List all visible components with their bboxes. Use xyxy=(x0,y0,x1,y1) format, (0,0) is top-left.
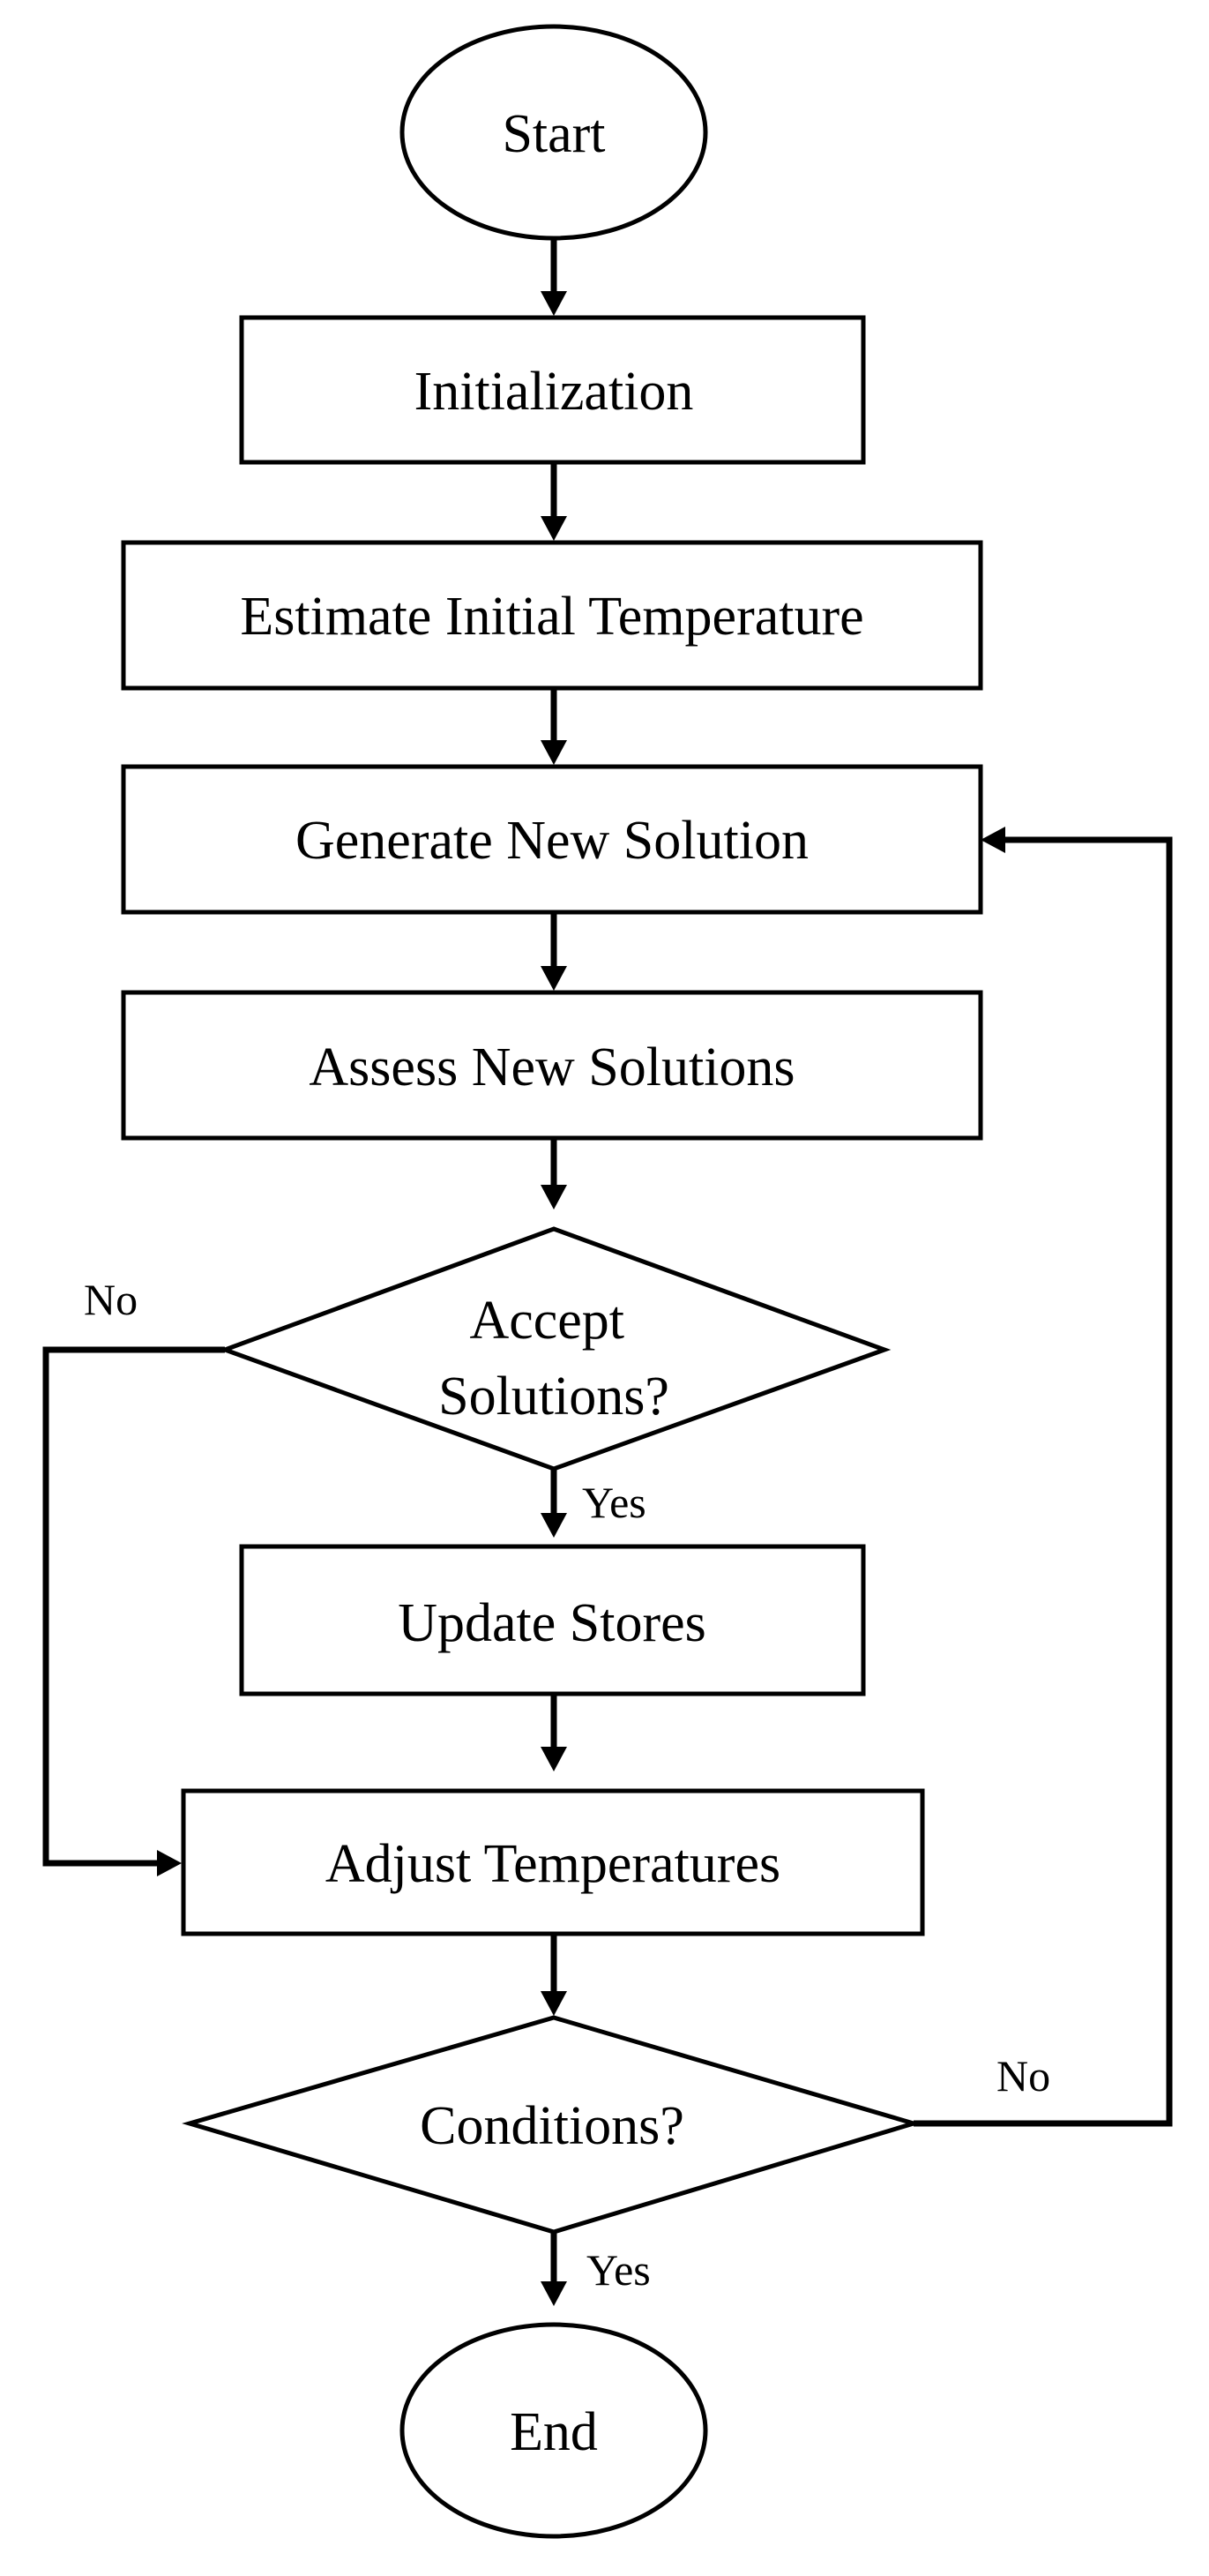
conditions-decision-diamond xyxy=(182,2015,922,2235)
estimate-label: Estimate Initial Temperature xyxy=(240,587,863,647)
accept-decision-diamond xyxy=(218,1226,892,1471)
edge-update-to-adjust xyxy=(541,1694,567,1771)
svg-text:Estimate Initial Temperature: Estimate Initial Temperature xyxy=(240,587,863,647)
estimate-process-box xyxy=(121,540,983,691)
edge-accept-no-to-adjust xyxy=(42,1346,225,1876)
node-adjust: Adjust Temperatures xyxy=(181,1788,925,1936)
node-generate: Generate New Solution xyxy=(121,764,983,915)
svg-text:Update Stores: Update Stores xyxy=(398,1593,706,1653)
end-label: End xyxy=(510,2402,598,2462)
start-label: Start xyxy=(502,104,605,164)
svg-text:End: End xyxy=(510,2402,598,2462)
node-start: Start xyxy=(399,24,708,241)
node-conditions: Conditions? xyxy=(182,2015,922,2235)
edge-conditions-yes-to-end xyxy=(541,2232,567,2306)
accept-label-line-1: Accept xyxy=(469,1291,624,1351)
end-terminal-shape xyxy=(399,2322,708,2539)
svg-text:Initialization: Initialization xyxy=(414,362,694,422)
accept-label-line-2: Solutions? xyxy=(438,1367,669,1427)
edge-generate-to-assess xyxy=(541,912,567,991)
update-label: Update Stores xyxy=(398,1593,706,1653)
edge-adjust-to-conditions xyxy=(541,1934,567,2016)
node-assess: Assess New Solutions xyxy=(121,990,983,1141)
svg-text:Assess New Solutions: Assess New Solutions xyxy=(309,1037,795,1097)
adjust-label: Adjust Temperatures xyxy=(325,1834,780,1894)
edge-assess-to-accept xyxy=(541,1138,567,1209)
edge-labels: No Yes No Yes xyxy=(84,1275,1050,2295)
edge-estimate-to-generate xyxy=(541,688,567,765)
assess-label: Assess New Solutions xyxy=(309,1037,795,1097)
update-process-box xyxy=(239,1544,866,1696)
svg-text:Yes: Yes xyxy=(582,1478,646,1527)
start-terminal-shape xyxy=(399,24,708,241)
conditions-yes-label: Yes xyxy=(586,2245,651,2295)
node-init: Initialization xyxy=(239,315,866,465)
adjust-process-box xyxy=(181,1788,925,1936)
init-label: Initialization xyxy=(414,362,694,422)
svg-text:Generate New Solution: Generate New Solution xyxy=(295,811,809,871)
svg-text:Accept Solutions?: Accept Solutions? xyxy=(438,1291,669,1427)
node-end: End xyxy=(399,2322,708,2539)
svg-text:No: No xyxy=(996,2051,1050,2100)
svg-text:Start: Start xyxy=(502,104,605,164)
conditions-no-label: No xyxy=(996,2051,1050,2100)
edge-conditions-no-to-generate xyxy=(914,827,1173,2127)
svg-text:Adjust Temperatures: Adjust Temperatures xyxy=(325,1834,780,1894)
svg-text:No: No xyxy=(84,1275,138,1324)
svg-text:Yes: Yes xyxy=(586,2245,651,2295)
assess-process-box xyxy=(121,990,983,1141)
edge-start-to-init xyxy=(541,238,567,316)
svg-text:Conditions?: Conditions? xyxy=(420,2096,684,2156)
generate-process-box xyxy=(121,764,983,915)
accept-no-label: No xyxy=(84,1275,138,1324)
edge-init-to-estimate xyxy=(541,462,567,541)
connectors xyxy=(42,238,1173,2306)
generate-label: Generate New Solution xyxy=(295,811,809,871)
node-accept: Accept Solutions? xyxy=(218,1226,892,1471)
conditions-label: Conditions? xyxy=(420,2096,684,2156)
node-estimate: Estimate Initial Temperature xyxy=(121,540,983,691)
accept-yes-label: Yes xyxy=(582,1478,646,1527)
edge-accept-yes-to-update xyxy=(541,1469,567,1538)
node-update: Update Stores xyxy=(239,1544,866,1696)
init-process-box xyxy=(239,315,866,465)
